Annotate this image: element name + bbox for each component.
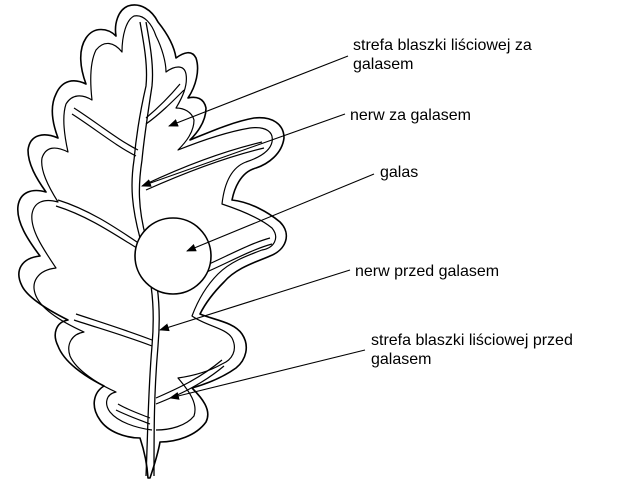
gall-circle (135, 218, 211, 294)
label-gall: galas (380, 163, 418, 182)
label-vein-after-gall: nerw za galasem (350, 106, 471, 125)
pointer-blade-after-gall (169, 56, 348, 126)
label-blade-before-gall: strefa blaszki liściowej przed galasem (371, 331, 573, 369)
label-vein-before-gall: nerw przed galasem (355, 262, 499, 281)
label-blade-after-gall: strefa blaszki liściowej za galasem (353, 36, 532, 74)
pointer-gall (187, 174, 374, 251)
